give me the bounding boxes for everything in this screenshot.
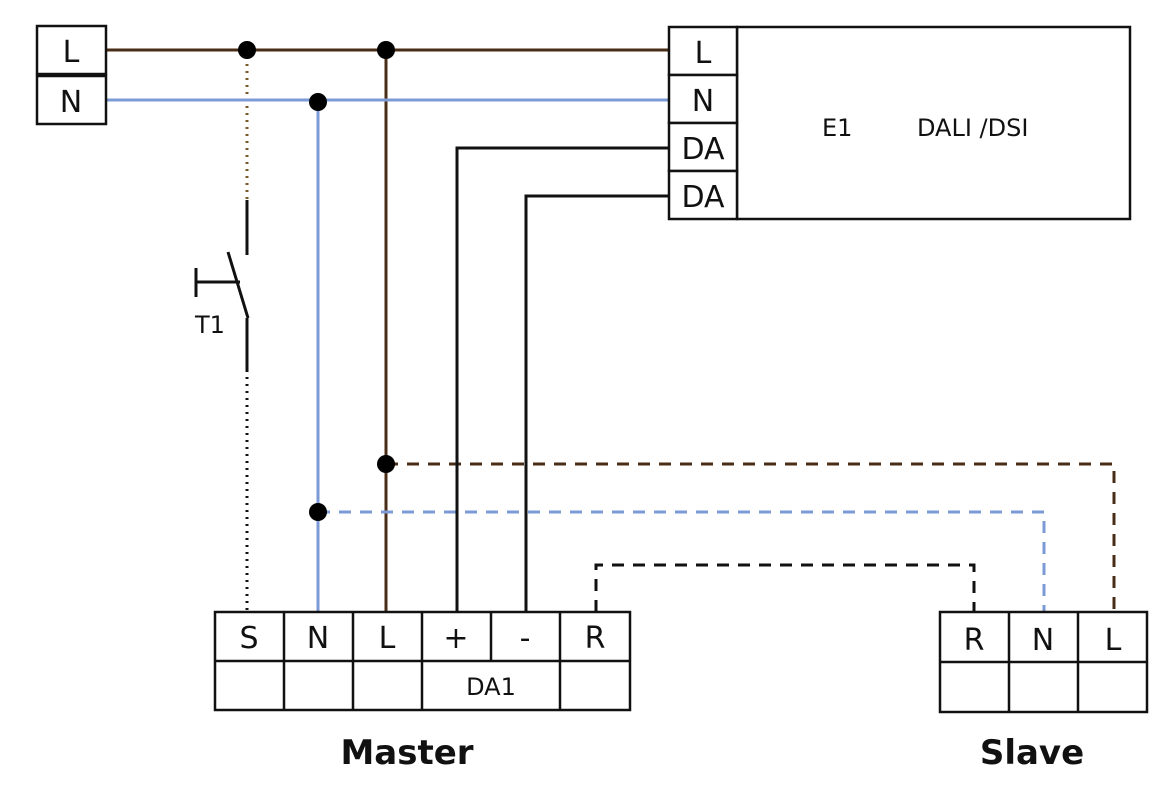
junction-dot bbox=[309, 93, 327, 111]
neutral-wires bbox=[106, 98, 669, 612]
slave-unit: R N L Slave bbox=[938, 610, 1149, 773]
ballast-terminal-label: L bbox=[695, 36, 712, 71]
junction-dot bbox=[377, 41, 395, 59]
master-unit: S N L + - R DA1 Master bbox=[213, 610, 632, 773]
r-link-wire bbox=[594, 563, 976, 612]
supply-l-label: L bbox=[63, 35, 80, 70]
ballast-terminal-l bbox=[667, 25, 739, 77]
live-wires bbox=[106, 48, 669, 612]
ballast-terminal-label: N bbox=[692, 84, 714, 119]
ballast-type: DALI /DSI bbox=[917, 114, 1028, 142]
ballast-terminal-n bbox=[667, 73, 739, 125]
dali-plus-wire bbox=[455, 146, 669, 612]
ballast-terminal-da2 bbox=[667, 169, 739, 221]
junction-dot bbox=[309, 503, 327, 521]
supply-terminal-n bbox=[35, 74, 108, 126]
ballast-terminal-label: DA bbox=[681, 180, 725, 215]
supply-n-label: N bbox=[60, 85, 82, 120]
switch-label: T1 bbox=[194, 311, 225, 339]
master-id-label: DA1 bbox=[466, 673, 516, 701]
ballast-body bbox=[735, 25, 1132, 221]
master-terminal-label: N bbox=[307, 621, 329, 656]
slave-caption: Slave bbox=[980, 733, 1084, 773]
junction-dot bbox=[377, 455, 395, 473]
ballast-id: E1 bbox=[822, 114, 852, 142]
switch-blade bbox=[226, 251, 250, 319]
master-terminal-label: - bbox=[520, 621, 531, 656]
supply-terminal-l bbox=[35, 24, 108, 76]
master-caption: Master bbox=[340, 733, 473, 773]
neutral-wire-to-slave bbox=[318, 510, 1046, 612]
slave-terminal-label: R bbox=[964, 623, 985, 658]
dali-bus-wires bbox=[455, 146, 669, 612]
junction-dot bbox=[238, 41, 256, 59]
ballast-e1: L N DA DA E1 DALI /DSI bbox=[667, 25, 1132, 221]
slave-terminal-label: L bbox=[1105, 623, 1122, 658]
junction-dots bbox=[238, 41, 395, 521]
supply-terminal-block: L N bbox=[35, 24, 108, 126]
master-terminal-label: + bbox=[443, 621, 468, 656]
pushbutton-switch bbox=[194, 200, 250, 370]
ballast-terminal-label: DA bbox=[681, 132, 725, 167]
ballast-terminal-da1 bbox=[667, 121, 739, 173]
dali-minus-wire bbox=[524, 194, 669, 612]
master-terminal-label: S bbox=[239, 621, 258, 656]
master-terminal-label: R bbox=[585, 621, 606, 656]
master-terminal-label: L bbox=[379, 621, 396, 656]
live-wire-to-slave bbox=[386, 462, 1116, 612]
slave-terminal-label: N bbox=[1032, 623, 1054, 658]
